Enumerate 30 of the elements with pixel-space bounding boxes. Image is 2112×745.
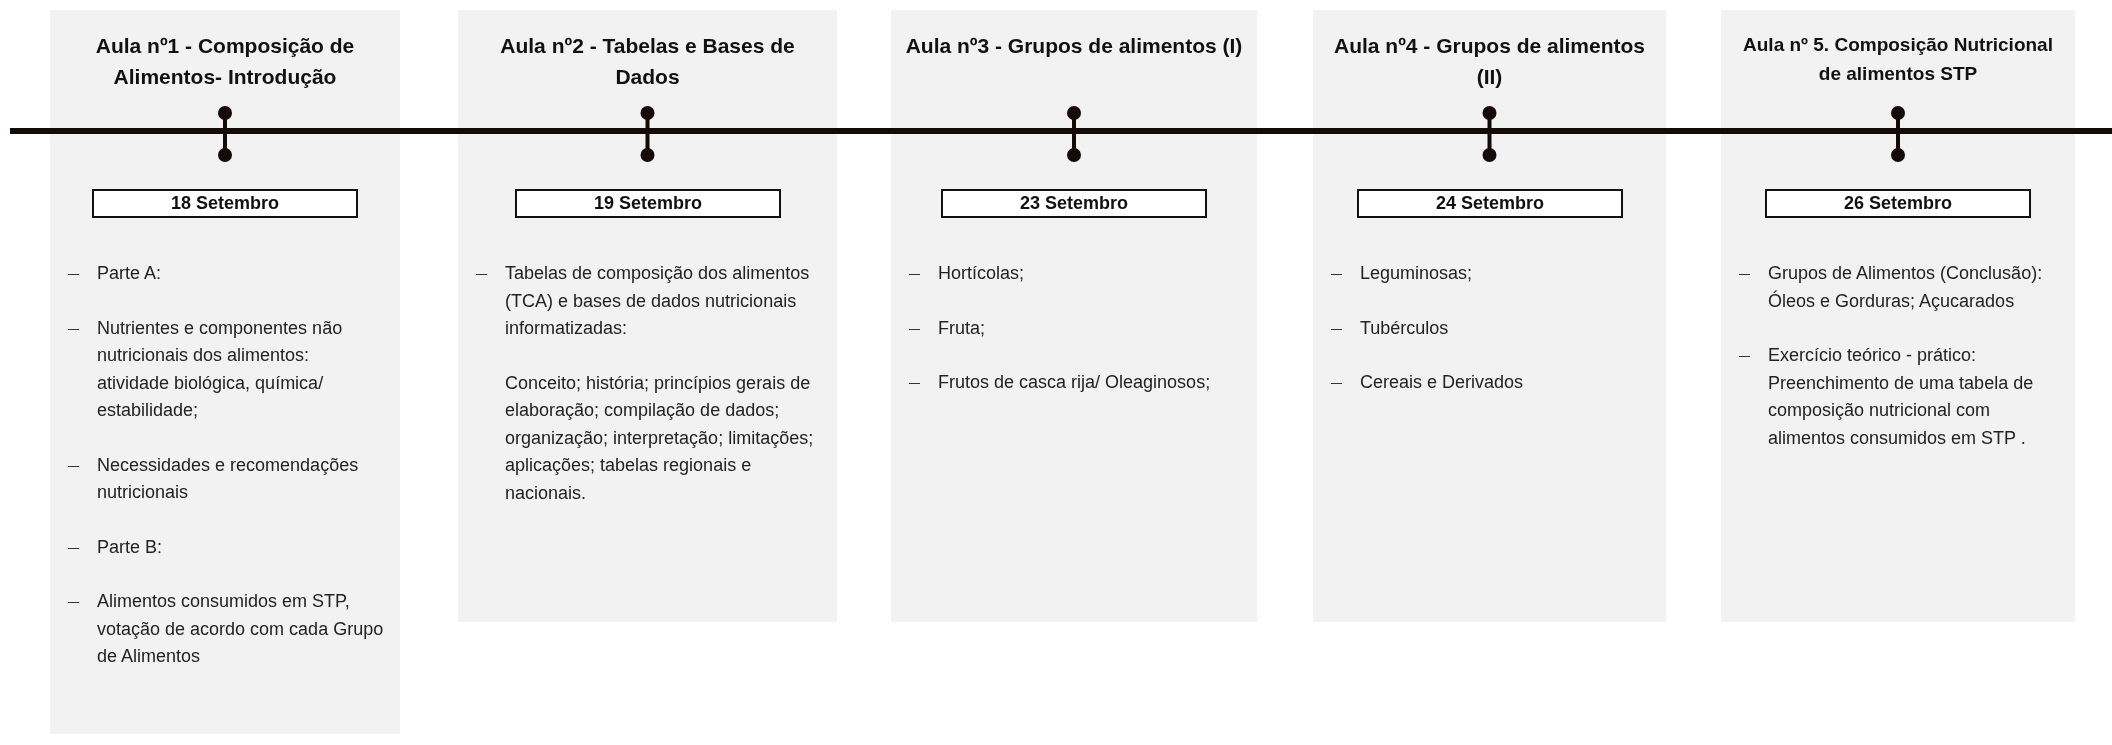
lesson-card (1721, 10, 2075, 622)
bullet-text: Nutrientes e componentes não nutricionais dos alimentos: atividade biológica, química/ estabilidade; (97, 316, 344, 422)
lesson-title: Aula nº3 - Grupos de alimentos (I) (904, 33, 1244, 59)
date-box: 24 Setembro (1357, 189, 1623, 218)
bullet-text: Necessidades e recomendações nutricionais (97, 453, 360, 504)
lesson-card (50, 10, 400, 734)
bullet-text: Leguminosas; (1360, 262, 1474, 285)
date-box: 23 Setembro (941, 189, 1207, 218)
bullet-text: Grupos de Alimentos (Conclusão): Óleos e Gorduras; Açucarados (1768, 262, 2044, 313)
lesson-card (458, 10, 837, 622)
date-box: 18 Setembro (92, 189, 358, 218)
bullet-text: Cereais e Derivados (1360, 371, 1525, 394)
lesson-card (891, 10, 1257, 622)
bullet-text: Hortícolas; (938, 262, 1026, 285)
date-box: 19 Setembro (515, 189, 781, 218)
bullet-text: Fruta; (938, 316, 986, 340)
lesson-title: Aula nº1 - Composição de Alimentos- Introdução (94, 33, 356, 90)
lesson-card (1313, 10, 1666, 622)
bullet-text: Parte B: (97, 535, 164, 559)
date-box: 26 Setembro (1765, 189, 2031, 218)
bullet-text: Tubérculos (1360, 316, 1450, 340)
bullet-text: Tabelas de composição dos alimentos (TCA) e bases de dados nutricionais informatizadas: (505, 262, 811, 340)
bullet-text: Parte A: (97, 262, 163, 285)
lesson-title: Aula nº2 - Tabelas e Bases de Dados (499, 33, 796, 90)
bullet-text: Alimentos consumidos em STP, votação de acordo com cada Grupo de Alimentos (97, 590, 385, 668)
lesson-title: Aula nº 5. Composição Nutricional de alimentos STP (1742, 33, 2054, 86)
bullet-text: Exercício teórico - prático: Preenchimento de uma tabela de composição nutricional com alimentos consumidos em STP . (1768, 344, 2035, 450)
bullet-text: Frutos de casca rija/ Oleaginosos; (938, 371, 1212, 394)
bullet-text: Conceito; história; princípios gerais de elaboração; compilação de dados; organização; interpretação; limitações; aplicações; tabelas regionais e nacionais. (505, 371, 815, 505)
lesson-title: Aula nº4 - Grupos de alimentos (II) (1332, 33, 1647, 90)
